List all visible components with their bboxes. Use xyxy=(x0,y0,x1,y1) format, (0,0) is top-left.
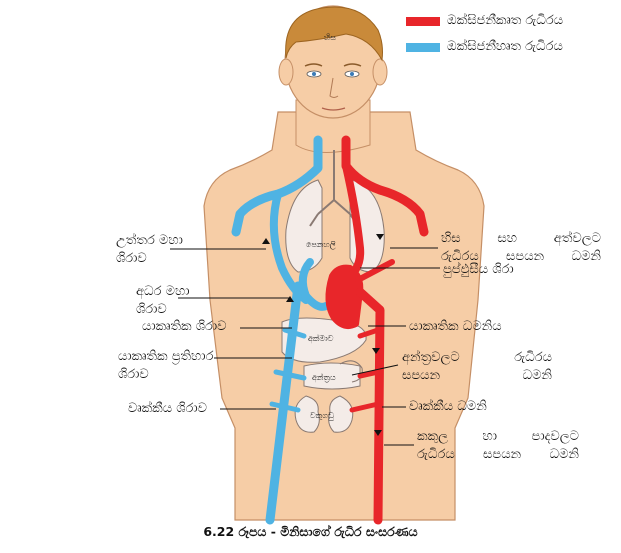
label-pulmonary-veins: පුප්ඵුසීය ශිරා xyxy=(443,262,514,277)
figure-caption: 6.22 රූපය - මිනිසාගේ රුධිර සංසරණය xyxy=(203,524,418,539)
intestine xyxy=(303,362,361,390)
legend-label-oxygenated: ඔක්සිජනීකෘත රුධිරය xyxy=(447,13,564,28)
liver xyxy=(281,317,367,363)
mouth xyxy=(321,107,346,111)
leader-lines xyxy=(170,247,440,446)
kidneys-label: වකුගඩු xyxy=(310,411,334,420)
label-hepatic-vein: යාකෘතික ශිරාව xyxy=(142,319,227,334)
right-ear xyxy=(372,58,388,86)
legend-label-deoxygenated: ඔක්සිජනීහෘත රුධිරය xyxy=(447,39,563,54)
intestine-coil xyxy=(339,360,363,383)
liver-label: අක්මාව xyxy=(308,333,334,344)
label-hepatic-portal-vein: යාකෘතික ප්‍රතිහාර ශිරාව xyxy=(118,349,214,382)
head-label: හිස xyxy=(324,33,336,42)
lungs-label: පෙනහලි xyxy=(306,240,336,250)
label-head-arm-arteries: හිස සහ අත්වලට රුධිරය සපයන ධමනි xyxy=(441,231,601,264)
flow-arrows xyxy=(262,234,384,436)
legend-swatch-deoxygenated xyxy=(406,43,440,52)
label-hepatic-artery: යාකෘතික ධමනිය xyxy=(409,319,502,334)
nose xyxy=(329,77,339,98)
label-intestinal-arteries: අන්ත්‍රවලට රුධිරය සපයන ධමනි xyxy=(402,350,552,383)
legend-swatch-oxygenated xyxy=(406,17,440,26)
hair xyxy=(285,6,383,62)
label-superior-vena-cava: උත්තර මහා ශිරාව xyxy=(116,233,183,266)
label-renal-vein: වෘක්කීය ශිරාව xyxy=(128,401,207,416)
label-leg-arteries: කකුල හා පාදවලට රුධිරය සපයන ධමනි xyxy=(417,429,579,462)
label-inferior-vena-cava: අධර මහා ශිරාව xyxy=(136,284,190,317)
deoxygenated-vessels xyxy=(231,135,330,525)
intestine-label: අන්ත්‍රය xyxy=(312,372,336,383)
left-lung xyxy=(285,179,323,273)
left-ear xyxy=(278,58,294,86)
oxygenated-vessels xyxy=(325,135,429,525)
label-renal-artery: වෘක්කීය ධමනි xyxy=(409,399,487,414)
